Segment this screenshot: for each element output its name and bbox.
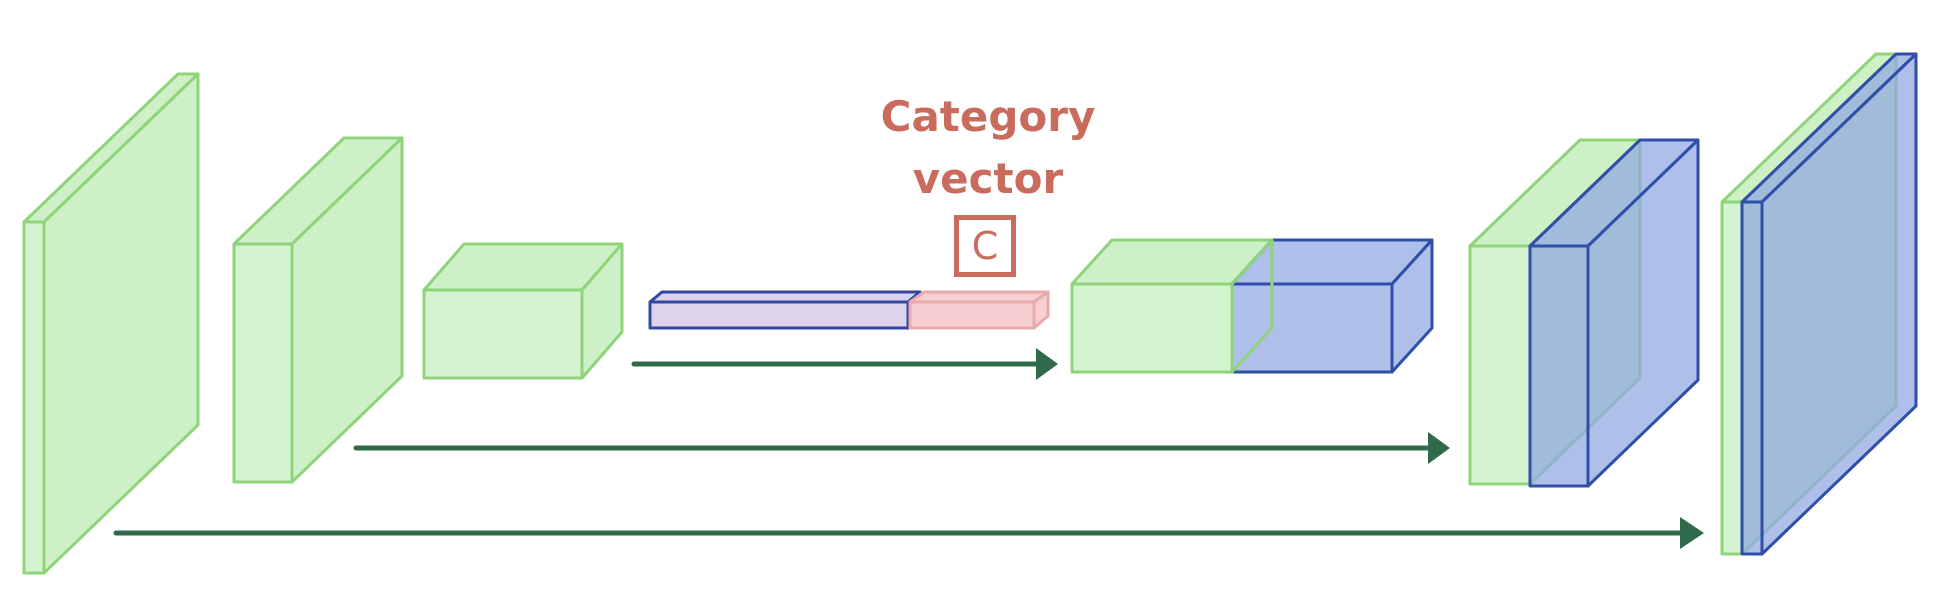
category-vector-symbol: C bbox=[954, 215, 1016, 277]
decoder-block-1 bbox=[1070, 238, 1434, 374]
decoder-block-3 bbox=[1720, 52, 1918, 556]
decoder-block-3-blue-side bbox=[1760, 52, 1918, 556]
decoder-block-3-blue-front bbox=[1740, 200, 1764, 556]
skip-arrow-level-2 bbox=[353, 432, 1450, 464]
decoder-block-3-green-front bbox=[1720, 200, 1744, 556]
category-vector-front bbox=[908, 300, 1036, 330]
bottleneck-front bbox=[648, 300, 910, 330]
decoder-block-1-green-front bbox=[1070, 282, 1234, 374]
decoder-block-1-green-edge bbox=[1230, 238, 1274, 374]
encoder-block-1 bbox=[22, 72, 200, 575]
encoder-block-1-side bbox=[42, 72, 200, 575]
encoder-block-3-front bbox=[422, 288, 584, 380]
category-vector-label: Category vector bbox=[880, 92, 1096, 203]
encoder-block-2 bbox=[232, 136, 404, 484]
decoder-block-2-green-front bbox=[1468, 244, 1532, 486]
bottleneck-block bbox=[648, 290, 922, 330]
skip-arrow-level-2-head bbox=[1428, 432, 1450, 464]
decoder-block-1-blue-front bbox=[1230, 282, 1394, 374]
decoder-block-2 bbox=[1468, 138, 1700, 488]
skip-arrow-level-1 bbox=[113, 517, 1704, 549]
decoder-block-2-blue-front bbox=[1528, 244, 1590, 488]
encoder-block-1-front bbox=[22, 220, 46, 575]
encoder-block-2-front bbox=[232, 242, 294, 484]
skip-arrow-bottleneck bbox=[631, 348, 1058, 380]
category-vector-block bbox=[908, 290, 1050, 330]
skip-arrow-level-1-head bbox=[1680, 517, 1704, 549]
encoder-block-3 bbox=[422, 242, 624, 380]
skip-arrow-bottleneck-head bbox=[1036, 348, 1058, 380]
